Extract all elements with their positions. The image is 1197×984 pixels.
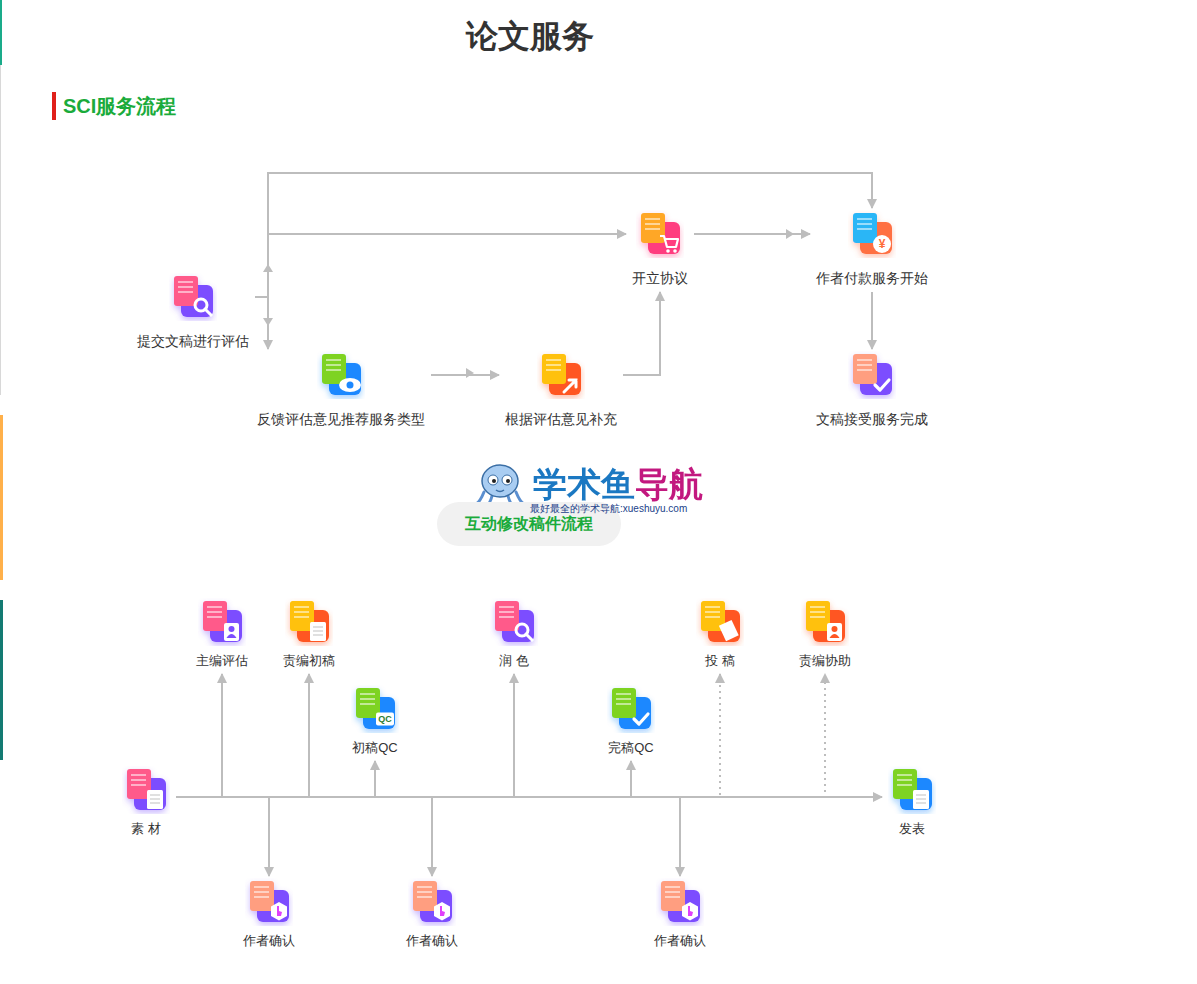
flow-connector [871,292,873,349]
edge-bar [0,65,1,395]
process-step: 投 稿 [690,596,750,674]
step-icon [656,878,704,926]
step-icon [351,685,399,733]
process-step: 作者确认 [237,876,301,954]
step-label: 提交文稿进行评估 [137,331,249,351]
flow-connector [176,797,432,876]
watermark-logo: 学术鱼导航 [533,466,703,502]
process-step: 作者确认 [400,876,464,954]
step-icon [848,351,896,399]
step-label: 反馈评估意见推荐服务类型 [257,409,425,429]
step-label: 互动修改稿件流程 [465,513,593,535]
process-step: 润 色 [484,596,544,674]
process-step: 责编初稿 [277,596,341,674]
step-icon [245,878,293,926]
flow-connector [431,374,499,376]
step-icon [285,598,333,646]
mascot [476,465,524,506]
step-label: 投 稿 [696,652,744,670]
step-icon [848,210,896,258]
process-step: 文稿接受服务完成 [810,349,934,433]
flow-connector [176,674,720,797]
step-icon [122,766,170,814]
process-step: 开立协议 [626,208,694,292]
step-label: 根据评估意见补充 [505,409,617,429]
watermark-text: 最好最全的学术导航:xueshuyu.com [530,503,687,514]
edge-bar [0,600,3,760]
heading-bar [52,92,56,120]
process-step: 提交文稿进行评估 [131,271,255,355]
section-heading: SCI服务流程 [63,93,176,119]
step-label: 发表 [888,820,936,838]
process-step: 初稿QC [345,683,405,761]
flow-connector [255,234,626,297]
page-title: 论文服务 [330,14,730,58]
step-label: 作者付款服务开始 [816,268,928,288]
step-label: 主编评估 [196,652,248,670]
flow-connector [255,297,268,349]
step-icon [169,273,217,321]
flow-connector [255,173,872,297]
step-icon [607,685,655,733]
step-label: 作者确认 [243,932,295,950]
process-step: 完稿QC [601,683,661,761]
process-step: 根据评估意见补充 [499,349,623,433]
process-step: 作者付款服务开始 [810,208,934,292]
process-step: 责编协助 [793,596,857,674]
flow-connector [176,674,514,797]
flow-connector [176,797,269,876]
flow-connector [176,674,825,797]
step-label: 开立协议 [632,268,688,288]
step-icon [490,598,538,646]
edge-bar [0,0,2,65]
step-icon [198,598,246,646]
edge-bar [0,415,3,580]
step-icon [317,351,365,399]
process-step: 作者确认 [648,876,712,954]
flow-connector [176,761,631,797]
process-step: 发表 [882,764,942,842]
flow-connector [694,233,810,235]
icon-symbol: ¥ [879,237,886,251]
step-label: 润 色 [490,652,538,670]
step-icon [537,351,585,399]
flow-connector [176,797,680,876]
step-label: 初稿QC [351,739,399,757]
step-icon [696,598,744,646]
step-icon [408,878,456,926]
icon-symbol: QC [378,714,392,724]
flow-connector [176,761,375,797]
step-label: 责编协助 [799,652,851,670]
flow-connector [176,674,309,797]
process-step: 反馈评估意见推荐服务类型 [251,349,431,433]
process-step: 素 材 [116,764,176,842]
step-label: 文稿接受服务完成 [816,409,928,429]
step-icon [636,210,684,258]
flow-connector [623,292,660,375]
step-label: 作者确认 [654,932,706,950]
step-icon [888,766,936,814]
step-label: 完稿QC [607,739,655,757]
flow-connector [176,674,222,797]
process-step: 主编评估 [190,596,254,674]
step-icon [801,598,849,646]
step-label: 素 材 [122,820,170,838]
step-label: 作者确认 [406,932,458,950]
step-label: 责编初稿 [283,652,335,670]
